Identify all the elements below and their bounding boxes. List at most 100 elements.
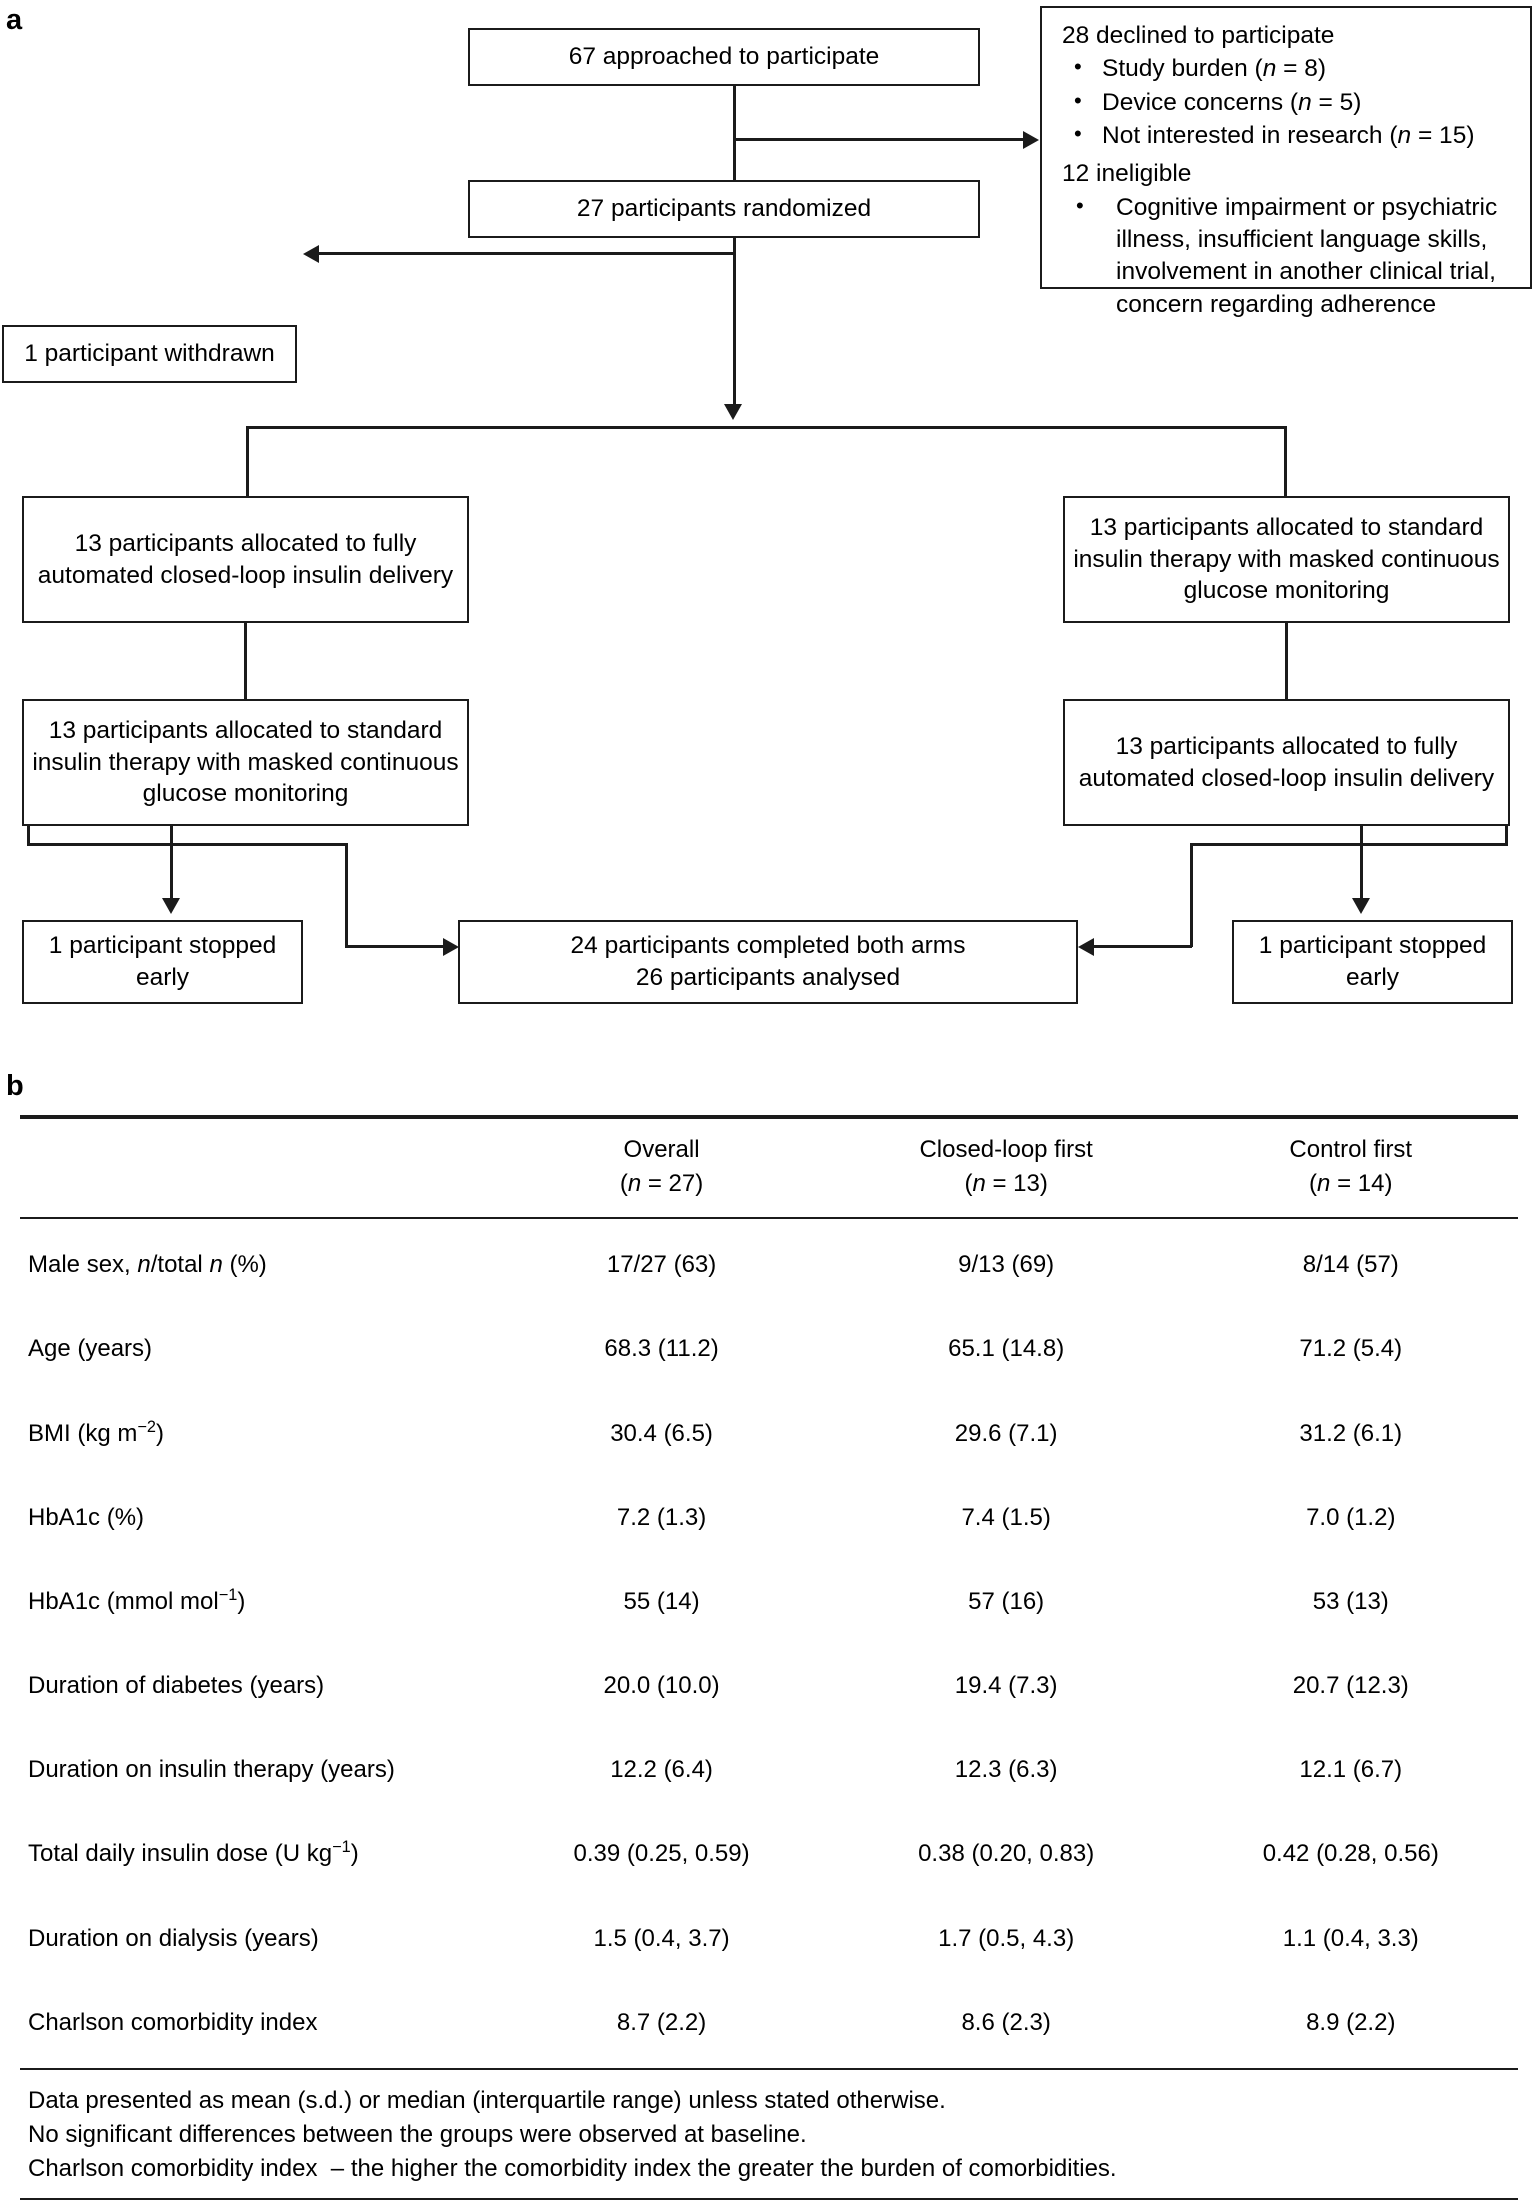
row-label-age: Age (years) [28,1335,153,1363]
row-label-daily-insulin-dose: Total daily insulin dose (U kg−1) [28,1838,359,1868]
exclusions-declined-list: •Study burden (n = 8) •Device concerns (… [1056,53,1516,152]
connector-randomized-down [733,238,736,410]
flow-box-completed: 24 participants completed both arms 26 p… [458,920,1078,1004]
flow-box-withdrawn: 1 participant withdrawn [2,325,297,383]
flow-box-approached-text: 67 approached to participate [568,43,880,71]
flow-box-alloc-right-top: 13 participants allocated to standard in… [1063,496,1510,623]
cell-overall: 55 (14) [623,1587,700,1615]
flow-box-alloc-left-bottom: 13 participants allocated to standard in… [22,699,469,826]
flow-box-stopped-right-text: 1 participant stopped early [1258,932,1487,991]
connector-approached-to-randomized [733,86,736,208]
exclusions-ineligible-list: •Cognitive impairment or psychiatric ill… [1056,192,1516,321]
table-row: HbA1c (mmol mol−1) 55 (14) 57 (16) 53 (1… [20,1560,1518,1644]
row-label-duration-diabetes: Duration of diabetes (years) [28,1672,325,1700]
cell-control-first: 20.7 (12.3) [1292,1672,1409,1700]
footnote-line: No significant differences between the g… [28,2121,807,2149]
table-header-control-first: Control first (n = 14) [1183,1114,1518,1220]
bullet-icon: • [1076,192,1084,218]
table-footnotes: Data presented as mean (s.d.) or median … [20,2068,1518,2201]
cell-overall: 0.39 (0.25, 0.59) [573,1840,750,1868]
bullet-icon: • [1074,54,1082,80]
table-row: HbA1c (%) 7.2 (1.3) 7.4 (1.5) 7.0 (1.2) [20,1476,1518,1560]
arrowhead-left-stopped [162,898,180,914]
connector-split-left [246,426,249,516]
flow-box-alloc-left-top: 13 participants allocated to fully autom… [22,496,469,623]
row-label-bmi: BMI (kg m−2) [28,1417,164,1447]
flow-box-alloc-right-top-text: 13 participants allocated to standard in… [1073,513,1500,605]
cell-closed-loop-first: 65.1 (14.8) [948,1335,1065,1363]
table-row: Duration of diabetes (years) 20.0 (10.0)… [20,1644,1518,1728]
cell-overall: 17/27 (63) [606,1251,717,1279]
flow-box-exclusions: 28 declined to participate •Study burden… [1040,6,1532,318]
cell-control-first: 8/14 (57) [1302,1251,1399,1279]
flow-box-alloc-left-top-text: 13 participants allocated to fully autom… [37,529,454,589]
connector-left-completed-horiz [345,945,445,948]
exclusion-item: •Not interested in research (n = 15) [1074,120,1475,149]
cell-overall: 7.2 (1.3) [616,1503,707,1531]
arrowhead-right-into-completed [1078,938,1094,956]
cell-control-first: 31.2 (6.1) [1299,1419,1403,1447]
connector-to-exclusions [733,138,1023,141]
flow-box-completed-line2: 26 participants analysed [635,964,901,991]
cell-control-first: 71.2 (5.4) [1299,1335,1403,1363]
arrowhead-to-withdrawn [303,245,319,263]
row-label-male-sex: Male sex, n/total n (%) [28,1251,267,1279]
connector-right-stopped [1360,826,1363,904]
exclusion-item: •Cognitive impairment or psychiatric ill… [1076,192,1498,318]
cell-closed-loop-first: 0.38 (0.20, 0.83) [918,1840,1095,1868]
cell-closed-loop-first: 7.4 (1.5) [961,1503,1051,1531]
cell-overall: 8.7 (2.2) [616,2008,707,2036]
arrowhead-randomized-down [724,404,742,420]
table-row: Male sex, n/total n (%) 17/27 (63) 9/13 … [20,1218,1518,1307]
exclusion-item: •Device concerns (n = 5) [1074,87,1362,116]
cell-control-first: 53 (13) [1312,1587,1389,1615]
connector-right-alloc-chain [1285,623,1288,699]
flow-box-stopped-right: 1 participant stopped early [1232,920,1513,1004]
bullet-icon: • [1074,87,1082,113]
connector-split-right [1284,426,1287,516]
row-label-duration-dialysis: Duration on dialysis (years) [28,1924,319,1952]
cell-closed-loop-first: 9/13 (69) [958,1251,1055,1279]
connector-left-stopped [170,826,173,904]
row-label-duration-insulin: Duration on insulin therapy (years) [28,1756,395,1784]
cell-control-first: 12.1 (6.7) [1299,1756,1403,1784]
arrowhead-left-into-completed [443,938,459,956]
row-label-charlson: Charlson comorbidity index [28,2008,318,2036]
row-label-hba1c-percent: HbA1c (%) [28,1503,145,1531]
panel-a-label: a [6,4,23,36]
connector-to-withdrawn [318,252,735,255]
connector-left-completed-drop [345,843,348,947]
cell-overall: 30.4 (6.5) [610,1419,713,1447]
flow-box-alloc-right-bottom-text: 13 participants allocated to fully autom… [1078,732,1495,792]
cell-control-first: 0.42 (0.28, 0.56) [1262,1840,1439,1868]
table-row: BMI (kg m−2) 30.4 (6.5) 29.6 (7.1) 31.2 … [20,1392,1518,1476]
flow-box-completed-line1: 24 participants completed both arms [570,932,966,960]
table-body: Male sex, n/total n (%) 17/27 (63) 9/13 … [20,1218,1518,2068]
flow-box-withdrawn-text: 1 participant withdrawn [24,340,275,368]
bullet-icon: • [1074,120,1082,146]
cell-closed-loop-first: 8.6 (2.3) [961,2008,1051,2036]
cell-overall: 68.3 (11.2) [604,1335,719,1363]
exclusions-declined-heading: 28 declined to participate [1062,22,1335,49]
connector-left-alloc-chain [244,623,247,699]
cell-closed-loop-first: 1.7 (0.5, 4.3) [938,1924,1075,1952]
flow-box-alloc-right-bottom: 13 participants allocated to fully autom… [1063,699,1510,826]
flow-box-alloc-left-bottom-text: 13 participants allocated to standard in… [32,716,459,808]
cell-control-first: 1.1 (0.4, 3.3) [1282,1924,1419,1952]
table-row: Duration on insulin therapy (years) 12.2… [20,1728,1518,1812]
cell-control-first: 7.0 (1.2) [1306,1503,1396,1531]
table-head: Overall (n = 27) Closed-loop first (n = … [20,1114,1518,1220]
footnote-line: Data presented as mean (s.d.) or median … [28,2087,946,2115]
connector-right-completed-horiz [1093,945,1192,948]
table-header-overall: Overall (n = 27) [494,1114,829,1220]
arrowhead-right-stopped [1352,898,1370,914]
connector-right-bus [1190,843,1508,846]
cell-closed-loop-first: 12.3 (6.3) [954,1756,1058,1784]
table-row: Duration on dialysis (years) 1.5 (0.4, 3… [20,1897,1518,1981]
panel-b-label: b [6,1070,24,1102]
table-row: Charlson comorbidity index 8.7 (2.2) 8.6… [20,1981,1518,2068]
flow-box-approached: 67 approached to participate [468,28,980,86]
table-header-blank [20,1114,495,1220]
table-row: Age (years) 68.3 (11.2) 65.1 (14.8) 71.2… [20,1307,1518,1391]
